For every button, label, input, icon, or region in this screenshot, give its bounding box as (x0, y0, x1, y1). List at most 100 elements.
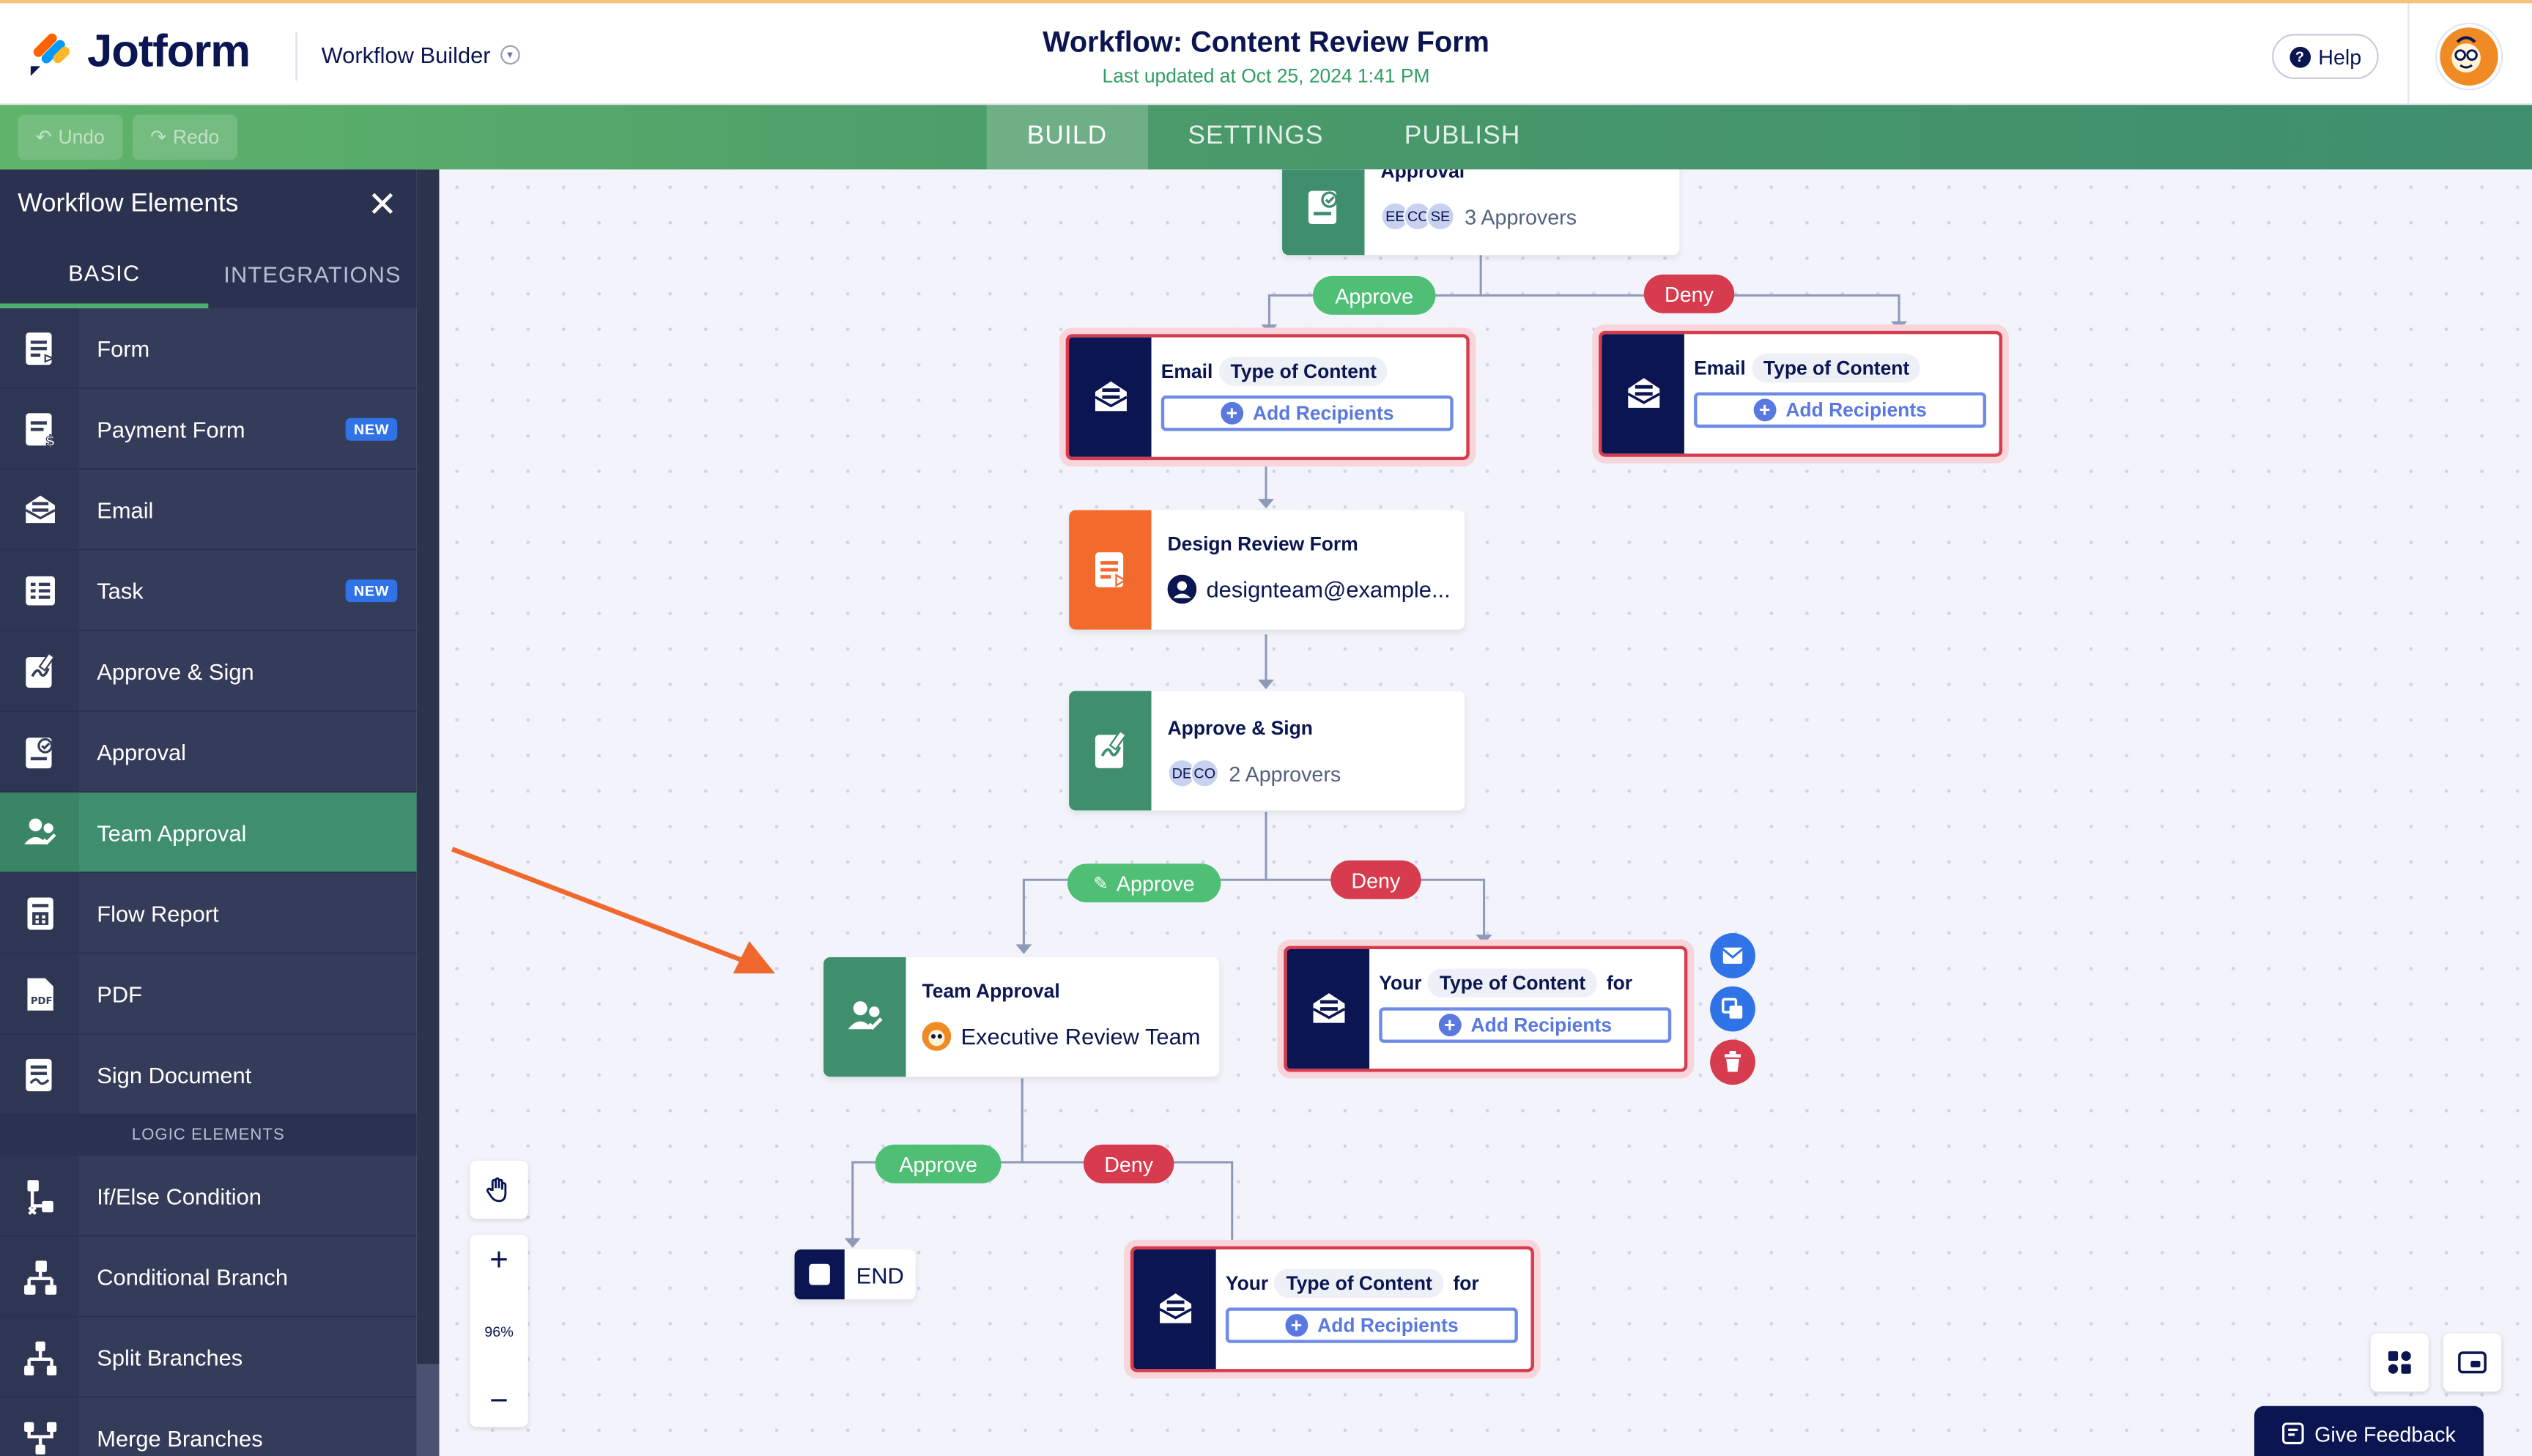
add-recipients-button[interactable]: +Add Recipients (1160, 395, 1454, 431)
sidebar-scrollbar[interactable] (416, 169, 440, 1456)
help-button[interactable]: ? Help (2272, 34, 2379, 80)
email-node[interactable]: Email Type of Content +Add Recipients (1065, 334, 1470, 461)
add-recipients-label: Add Recipients (1785, 398, 1927, 422)
zoom-out-button[interactable]: − (489, 1383, 508, 1419)
email-icon (1287, 949, 1370, 1069)
team-approval-node[interactable]: Team Approval Executive Review Team (823, 957, 1220, 1077)
email-action-button[interactable] (1710, 932, 1755, 978)
assignee-row: designteam@example... (1167, 574, 1451, 604)
tab-integrations[interactable]: INTEGRATIONS (223, 261, 401, 288)
sidebar-item-label: If/Else Condition (97, 1182, 262, 1208)
jotform-logo-icon (30, 33, 70, 76)
approver-count: 3 Approvers (1465, 204, 1577, 229)
deny-branch-label[interactable]: Deny (1083, 1144, 1174, 1184)
approve-branch-label[interactable]: Approve (875, 1144, 1002, 1184)
approve-sign-node[interactable]: Approve & Sign DE CO 2 Approvers (1069, 691, 1465, 811)
sidebar-item-label: Merge Branches (97, 1425, 263, 1451)
add-recipients-button[interactable]: +Add Recipients (1225, 1307, 1518, 1343)
node-title: Design Review Form (1167, 532, 1358, 556)
team-row: Executive Review Team (922, 1022, 1204, 1051)
top-header: Jotform Workflow Builder ▾ Workflow: Con… (0, 0, 2532, 108)
email-icon (1069, 337, 1152, 457)
sidebar-item-label: Team Approval (97, 819, 247, 845)
sidebar-item-label: Sign Document (97, 1061, 252, 1088)
tab-publish[interactable]: PUBLISH (1404, 122, 1521, 150)
email-prefix: Email (1694, 357, 1746, 379)
apps-icon (2388, 1351, 2411, 1374)
workflow-builder-dropdown[interactable]: Workflow Builder ▾ (322, 42, 520, 68)
panel-header: Workflow Elements ✕ (0, 169, 417, 241)
user-icon (1167, 574, 1197, 604)
sidebar-item-form[interactable]: Form (0, 308, 417, 390)
sidebar-item-email[interactable]: Email (0, 469, 417, 551)
sidebar-item-approval[interactable]: Approval (0, 712, 417, 793)
conditional-branch-icon (0, 1236, 80, 1316)
deny-branch-label[interactable]: Deny (1330, 860, 1421, 899)
pan-tool-button[interactable] (470, 1160, 528, 1219)
field-pill: Type of Content (1219, 357, 1388, 386)
approver-count: 2 Approvers (1229, 761, 1341, 786)
close-icon[interactable]: ✕ (367, 184, 398, 225)
undo-icon: ↶ (35, 125, 52, 149)
approval-node[interactable]: Approval EE CC SE 3 Approvers (1282, 169, 1680, 256)
envelope-icon (1722, 947, 1744, 964)
sidebar-item-payment-form[interactable]: $ Payment Form NEW (0, 389, 417, 470)
plus-icon: + (1285, 1314, 1308, 1337)
end-node[interactable]: END (794, 1249, 916, 1300)
sidebar-item-if-else[interactable]: If/Else Condition (0, 1156, 417, 1237)
scrollbar-thumb[interactable] (416, 1364, 440, 1456)
sidebar-item-merge-branches[interactable]: Merge Branches (0, 1397, 417, 1456)
sidebar-item-sign-document[interactable]: Sign Document (0, 1034, 417, 1116)
sidebar-item-approve-sign[interactable]: Approve & Sign (0, 631, 417, 713)
team-approval-icon (823, 957, 906, 1077)
header-divider-right (2407, 3, 2410, 108)
email-prefix: Email (1160, 360, 1213, 383)
node-title: Team Approval (922, 979, 1060, 1003)
undo-label: Undo (58, 125, 105, 149)
minimap-button[interactable] (2443, 1333, 2502, 1392)
delete-button[interactable] (1710, 1039, 1755, 1085)
add-recipients-label: Add Recipients (1470, 1014, 1613, 1037)
email-suffix: for (1606, 971, 1633, 995)
sidebar-item-split-branches[interactable]: Split Branches (0, 1317, 417, 1398)
panel-tabs: BASIC INTEGRATIONS (0, 240, 417, 308)
approve-label-text: Approve (1116, 871, 1195, 896)
sidebar-item-task[interactable]: Task NEW (0, 550, 417, 631)
stop-icon (794, 1249, 845, 1300)
sidebar-item-label: Payment Form (97, 415, 245, 442)
user-avatar[interactable] (2436, 24, 2502, 89)
approver-avatar: SE (1426, 201, 1455, 231)
approve-branch-label[interactable]: ✎ Approve (1067, 863, 1221, 903)
approve-branch-label[interactable]: Approve (1312, 275, 1436, 315)
add-recipients-button[interactable]: +Add Recipients (1379, 1007, 1672, 1043)
give-feedback-button[interactable]: Give Feedback (2254, 1405, 2484, 1456)
jotform-logo[interactable]: Jotform (26, 26, 251, 78)
deny-branch-label[interactable]: Deny (1643, 274, 1735, 313)
redo-button[interactable]: ↷ Redo (132, 114, 237, 160)
workflow-canvas[interactable]: Approve Deny ✎ Approve Deny Approve Deny… (439, 169, 2532, 1456)
zoom-in-button[interactable]: + (489, 1243, 508, 1279)
pdf-icon: PDF (0, 954, 80, 1033)
sidebar-item-label: PDF (97, 980, 142, 1007)
form-node[interactable]: Design Review Form designteam@example... (1069, 510, 1465, 630)
plus-icon: + (1220, 401, 1243, 425)
tab-basic[interactable]: BASIC (0, 240, 209, 308)
email-icon (1133, 1249, 1216, 1370)
add-recipients-button[interactable]: +Add Recipients (1694, 392, 1987, 428)
undo-button[interactable]: ↶ Undo (18, 114, 122, 160)
help-icon: ? (2289, 45, 2311, 67)
sidebar-item-conditional-branch[interactable]: Conditional Branch (0, 1236, 417, 1318)
elements-panel-button[interactable] (2370, 1333, 2429, 1392)
tab-build[interactable]: BUILD (986, 105, 1148, 170)
sidebar-item-team-approval[interactable]: Team Approval (0, 792, 417, 874)
tab-settings[interactable]: SETTINGS (1188, 122, 1324, 150)
header-divider (295, 32, 297, 81)
email-icon (1602, 334, 1684, 454)
new-badge: NEW (345, 417, 398, 441)
sidebar-item-pdf[interactable]: PDF PDF (0, 954, 417, 1035)
sidebar-item-flow-report[interactable]: Flow Report (0, 873, 417, 954)
duplicate-button[interactable] (1710, 986, 1755, 1032)
